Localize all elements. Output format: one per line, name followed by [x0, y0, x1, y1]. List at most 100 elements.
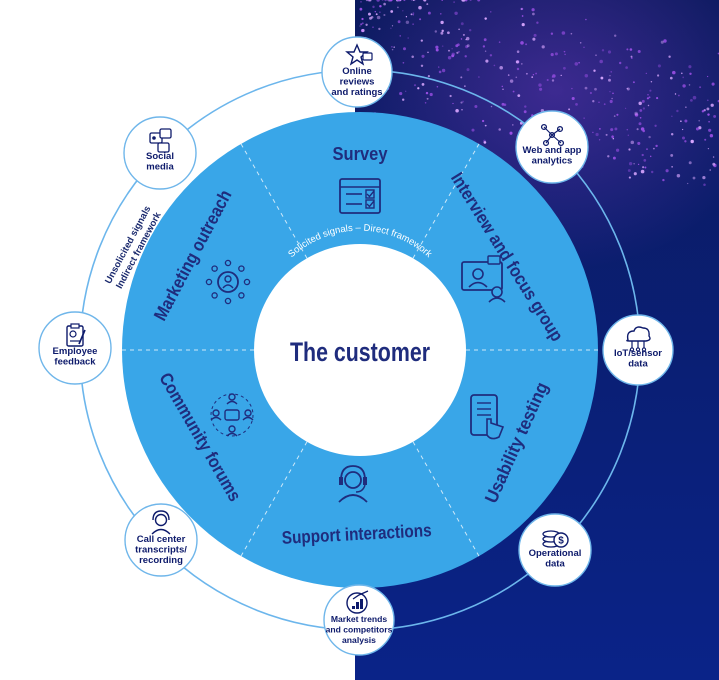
particle-dot: [642, 166, 645, 169]
particle-dot: [458, 28, 460, 31]
particle-dot: [706, 99, 709, 102]
particle-dot: [466, 68, 470, 72]
node-circle: [518, 513, 592, 587]
particle-dot: [379, 11, 381, 13]
particle-dot: [483, 141, 487, 144]
particle-dot: [684, 140, 687, 143]
particle-dot: [709, 134, 714, 138]
particle-dot: [550, 32, 554, 35]
particle-dot: [599, 59, 603, 64]
particle-dot: [648, 135, 651, 139]
node-circle: [515, 110, 589, 184]
particle-dot: [423, 0, 427, 2]
particle-dot: [465, 36, 470, 41]
particle-dot: [403, 47, 406, 51]
particle-dot: [509, 79, 514, 83]
particle-dot: [474, 104, 478, 109]
particle-dot: [361, 28, 365, 33]
particle-dot: [531, 8, 535, 12]
particle-dot: [413, 84, 417, 87]
particle-dot: [441, 0, 444, 1]
particle-dot: [610, 71, 612, 73]
particle-dot: [610, 128, 614, 132]
particle-dot: [660, 40, 664, 44]
particle-dot: [460, 76, 463, 79]
particle-dot: [420, 39, 423, 42]
particle-dot: [643, 159, 647, 162]
particle-dot: [636, 128, 639, 131]
particle-dot: [706, 107, 710, 111]
particle-dot: [639, 109, 643, 112]
particle-dot: [669, 76, 673, 80]
particle-dot: [448, 49, 450, 52]
particle-dot: [478, 76, 480, 78]
particle-dot: [616, 113, 619, 116]
particle-dot: [520, 41, 524, 45]
particle-dot: [517, 94, 521, 97]
particle-dot: [614, 127, 618, 131]
particle-dot: [552, 74, 556, 78]
particle-dot: [407, 37, 410, 39]
particle-dot: [402, 10, 404, 12]
particle-dot: [688, 161, 692, 165]
particle-dot: [462, 33, 465, 36]
particle-dot: [465, 45, 469, 49]
social-media-icon: [149, 128, 172, 153]
particle-dot: [612, 156, 616, 160]
node-label-line: Employee: [53, 346, 98, 357]
particle-dot: [365, 23, 368, 26]
particle-dot: [512, 90, 515, 93]
particle-dot: [598, 127, 601, 130]
target-audience-icon: [205, 259, 251, 305]
node-circle: [124, 503, 198, 577]
particle-dot: [563, 66, 566, 70]
particle-dot: [410, 13, 413, 16]
video-interview-icon: [461, 255, 506, 303]
particle-dot: [652, 147, 655, 150]
particle-dot: [688, 65, 692, 69]
particle-dot: [372, 5, 375, 9]
node-label-line: recording: [139, 555, 183, 566]
particle-texture: [359, 0, 719, 186]
particle-dot: [568, 108, 571, 111]
particle-dot: [411, 55, 414, 58]
node-label-line: data: [628, 359, 648, 370]
node-label-line: transcripts/: [135, 545, 187, 556]
particle-dot: [360, 1, 362, 3]
particle-dot: [397, 0, 400, 2]
particle-dot: [370, 15, 374, 19]
particle-dot: [524, 105, 527, 108]
particle-dot: [626, 87, 630, 91]
particle-dot: [682, 84, 686, 88]
particle-dot: [399, 35, 401, 37]
particle-dot: [539, 87, 543, 91]
community-chat-icon: [210, 393, 254, 437]
particle-dot: [657, 64, 661, 68]
particle-dot: [397, 20, 401, 24]
particle-dot: [464, 85, 466, 87]
coin-stack-icon: $: [542, 530, 569, 548]
particle-dot: [429, 92, 433, 97]
particle-dot: [453, 1, 455, 3]
particle-dot: [391, 46, 393, 48]
particle-dot: [611, 97, 613, 100]
particle-dot: [512, 124, 514, 126]
particle-dot: [378, 27, 381, 31]
particle-dot: [601, 49, 605, 52]
particle-dot: [440, 13, 442, 15]
particle-dot: [701, 110, 705, 113]
particle-dot: [436, 86, 439, 88]
particle-dot: [484, 50, 487, 52]
particle-dot: [668, 55, 671, 58]
particle-dot: [648, 96, 651, 99]
particle-dot: [593, 69, 596, 72]
particle-dot: [681, 128, 684, 131]
particle-dot: [583, 46, 585, 49]
particle-dot: [649, 155, 652, 158]
particle-dot: [598, 101, 600, 104]
